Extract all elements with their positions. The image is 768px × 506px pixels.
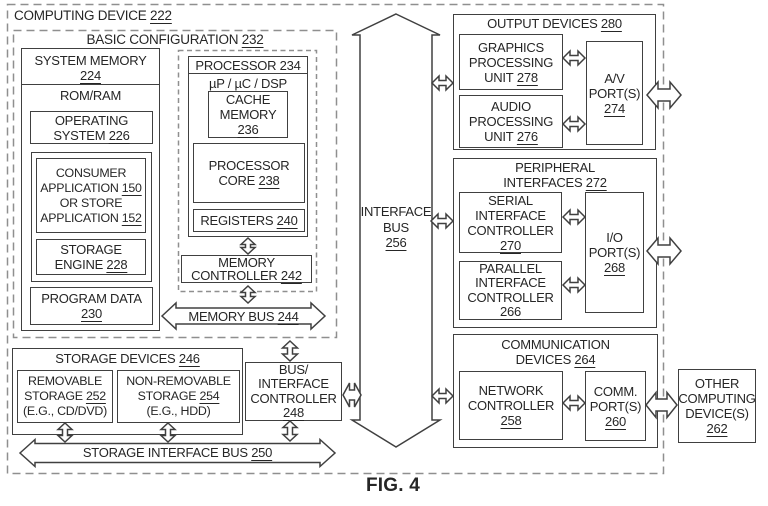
storage-interface-bus-label: STORAGE INTERFACE BUS 250	[82, 445, 273, 460]
rom-ram-label: ROM/RAM	[59, 88, 122, 103]
bus-controller-storage-bus-arrow	[281, 419, 299, 443]
storage-devices-label: STORAGE DEVICES 246	[55, 351, 200, 366]
figure-caption: FIG. 4	[366, 475, 420, 496]
memory-bus-bus-controller-arrow	[280, 339, 300, 363]
registers-memory-controller-arrow	[239, 236, 257, 256]
interface-bus-communication-arrow	[430, 387, 455, 405]
bus-controller-interface-bus-arrow	[342, 382, 362, 408]
output-devices-label: OUTPUT DEVICES 280	[487, 16, 622, 31]
system-memory-divider	[21, 84, 160, 85]
interface-bus-peripheral-arrow	[429, 212, 455, 230]
processor-label: PROCESSOR 234	[195, 58, 301, 73]
processor-divider	[188, 73, 308, 74]
interface-bus-output-devices-arrow	[430, 74, 455, 92]
processor-type-label: µP / µC / DSP	[209, 76, 287, 91]
memory-controller-memory-bus-arrow	[239, 284, 257, 305]
registers-box: REGISTERS 240	[193, 209, 305, 232]
basic-configuration-label: BASIC CONFIGURATION 232	[86, 32, 264, 47]
memory-bus-label: MEMORY BUS 244	[188, 309, 299, 324]
comm-ports-box: COMM.PORT(S)260	[585, 371, 646, 441]
computing-device-label: COMPUTING DEVICE 222	[14, 8, 172, 23]
